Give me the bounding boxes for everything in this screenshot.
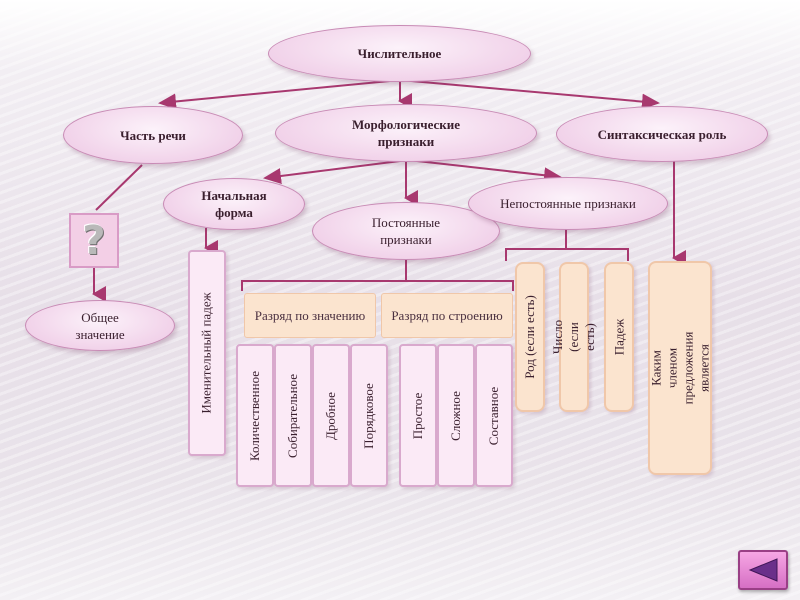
constant-features-label: Постоянные признаки <box>371 215 441 247</box>
structure-type-simple: Простое <box>399 344 437 487</box>
structure-type-compound: Составное <box>475 344 513 487</box>
meaning-type-label: Количественное <box>247 370 262 461</box>
structure-type-label: Составное <box>486 386 501 445</box>
nominative-case-label: Именительный падеж <box>199 292 215 414</box>
question-mark-icon: ? <box>82 217 106 264</box>
initial-form-node: Начальная форма <box>163 178 305 230</box>
bracket-constant <box>241 258 514 291</box>
variable-features-node: Непостоянные признаки <box>468 177 668 230</box>
back-button[interactable] <box>738 550 788 590</box>
variable-item-label: Род (если есть) <box>522 295 537 379</box>
meaning-type-collective: Собирательное <box>274 344 312 487</box>
rank-by-meaning-label: Разряд по значению <box>254 308 366 323</box>
root-label: Числительное <box>357 46 442 61</box>
rank-by-structure-label: Разряд по строению <box>391 308 503 323</box>
variable-item-number: Число (если есть) <box>550 262 597 412</box>
part-of-speech-node: Часть речи <box>63 106 243 164</box>
general-meaning-label: Общее значение <box>75 309 125 342</box>
variable-item-gender: Род (если есть) <box>515 262 545 412</box>
back-triangle-icon <box>748 558 778 582</box>
arrow-morph-to-variable <box>407 159 562 184</box>
morph-features-node: Морфологические признаки <box>275 104 537 162</box>
meaning-type-label: Дробное <box>323 391 338 440</box>
variable-item-case: Падеж <box>604 262 634 412</box>
question-box: ? <box>69 213 119 268</box>
nominative-case-box: Именительный падеж <box>188 250 226 456</box>
role-description-label: Каким членом предложения является <box>648 331 712 405</box>
structure-type-complex: Сложное <box>437 344 475 487</box>
morph-features-label: Морфологические признаки <box>351 117 461 149</box>
variable-item-label: Число (если есть) <box>550 319 598 355</box>
bracket-variable <box>505 228 629 261</box>
general-meaning-node: Общее значение <box>25 300 175 351</box>
role-description-box: Каким членом предложения является <box>648 261 712 475</box>
rank-by-structure-box: Разряд по строению <box>381 293 513 338</box>
syntactic-role-label: Синтаксическая роль <box>597 126 727 142</box>
initial-form-label: Начальная форма <box>201 188 267 220</box>
rank-by-meaning-box: Разряд по значению <box>244 293 376 338</box>
constant-features-node: Постоянные признаки <box>312 202 500 260</box>
line-part-to-question <box>95 164 143 211</box>
part-of-speech-label: Часть речи <box>120 127 186 143</box>
arrow-root-to-part <box>158 79 401 110</box>
meaning-type-label: Собирательное <box>285 373 300 458</box>
arrow-morph-to-initial <box>263 159 409 184</box>
meaning-type-quantitative: Количественное <box>236 344 274 487</box>
variable-item-label: Падеж <box>611 318 626 356</box>
meaning-type-label: Порядковое <box>361 382 376 449</box>
structure-type-label: Простое <box>410 392 426 439</box>
variable-features-label: Непостоянные признаки <box>500 196 636 211</box>
structure-type-label: Сложное <box>448 390 464 441</box>
arrow-root-to-syntax <box>399 79 660 110</box>
meaning-type-fractional: Дробное <box>312 344 350 487</box>
syntactic-role-node: Синтаксическая роль <box>556 106 768 162</box>
meaning-type-ordinal: Порядковое <box>350 344 388 487</box>
root-node: Числительное <box>268 25 531 82</box>
